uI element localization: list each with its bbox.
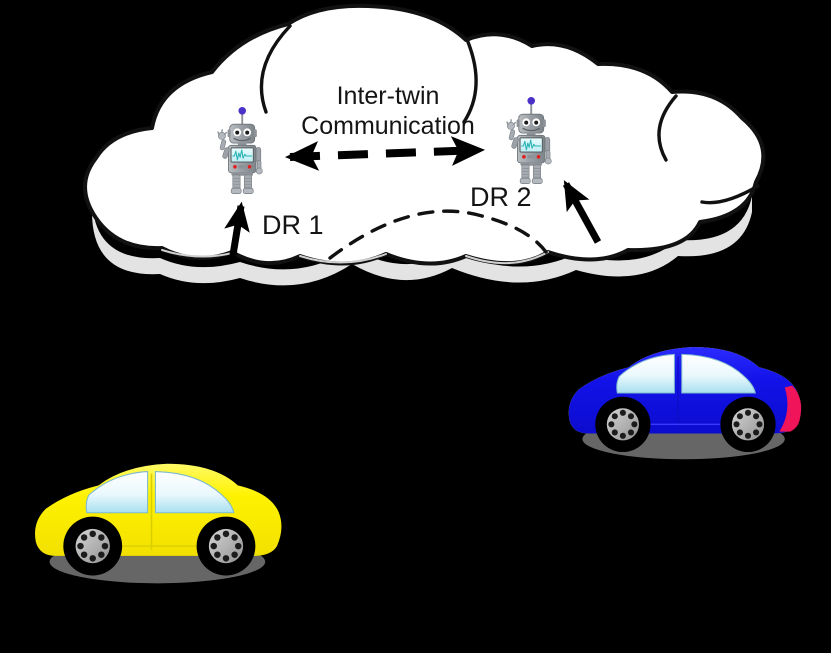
dr2-uplink-arrow	[562, 180, 602, 244]
inter-twin-line-1: Inter-twin	[336, 82, 440, 110]
inter-twin-line-2: Communication	[301, 111, 475, 140]
inter-twin-arrow	[284, 136, 486, 171]
blue-car	[567, 346, 802, 461]
dr1-dr2-link	[328, 209, 548, 260]
dr1-uplink-arrow	[224, 201, 250, 256]
dr1-label: DR 1	[262, 210, 324, 240]
inter-twin-communication-label: Inter-twin Communication	[282, 82, 494, 141]
yellow-car	[34, 462, 283, 585]
digital-twin-cloud	[83, 3, 766, 286]
dr2-label: DR 2	[470, 182, 532, 212]
